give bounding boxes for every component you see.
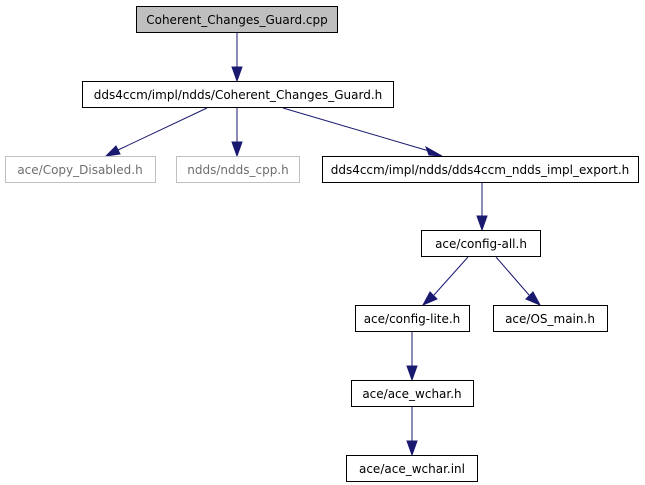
node-label: dds4ccm/impl/ndds/dds4ccm_ndds_impl_expo… <box>331 163 630 177</box>
edge-ace-wchar-h-to-inl <box>406 407 418 457</box>
edge-config-all-to-os-main <box>495 256 542 307</box>
node-dds4ccm-ndds-impl-export-h[interactable]: dds4ccm/impl/ndds/dds4ccm_ndds_impl_expo… <box>322 156 639 183</box>
edges <box>104 33 542 457</box>
node-label: ndds/ndds_cpp.h <box>187 163 288 177</box>
node-label: dds4ccm/impl/ndds/Coherent_Changes_Guard… <box>94 88 383 102</box>
edge-guard-h-to-copy-disabled <box>104 107 208 157</box>
edge-guard-h-to-ndds-cpp <box>231 108 243 158</box>
node-ace-wchar-h[interactable]: ace/ace_wchar.h <box>351 380 474 407</box>
node-coherent-changes-guard-cpp[interactable]: Coherent_Changes_Guard.cpp <box>136 6 338 33</box>
edge-config-all-to-config-lite <box>421 256 469 307</box>
node-ndds-cpp-h[interactable]: ndds/ndds_cpp.h <box>176 156 300 183</box>
edge-impl-export-to-config-all <box>476 182 488 232</box>
node-label: ace/ace_wchar.h <box>362 387 461 401</box>
edge-cpp-to-guard-h <box>231 33 243 83</box>
node-label: ace/OS_main.h <box>505 312 595 326</box>
node-label: ace/config-lite.h <box>364 312 461 326</box>
edge-guard-h-to-impl-export <box>282 107 443 157</box>
edge-config-lite-to-ace-wchar-h <box>406 332 418 382</box>
node-label: Coherent_Changes_Guard.cpp <box>146 13 328 27</box>
node-label: ace/Copy_Disabled.h <box>17 163 142 177</box>
node-coherent-changes-guard-h[interactable]: dds4ccm/impl/ndds/Coherent_Changes_Guard… <box>82 81 394 108</box>
node-config-all-h[interactable]: ace/config-all.h <box>421 230 541 257</box>
node-ace-wchar-inl[interactable]: ace/ace_wchar.inl <box>346 455 478 482</box>
node-label: ace/config-all.h <box>435 237 527 251</box>
node-os-main-h[interactable]: ace/OS_main.h <box>493 305 608 332</box>
node-label: ace/ace_wchar.inl <box>359 462 465 476</box>
node-config-lite-h[interactable]: ace/config-lite.h <box>355 305 470 332</box>
node-copy-disabled-h[interactable]: ace/Copy_Disabled.h <box>5 156 156 183</box>
